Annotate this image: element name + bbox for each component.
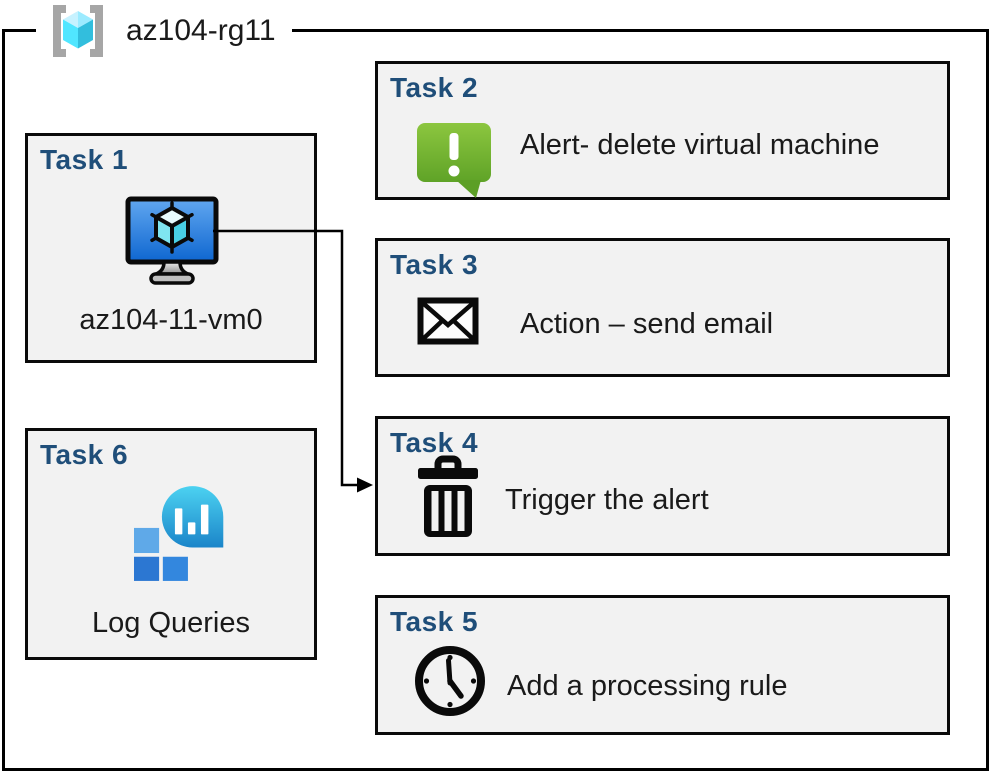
- task2-title: Task 2: [390, 72, 479, 103]
- task2-label: Alert- delete virtual machine: [520, 129, 880, 161]
- task3-box: Task 3 Action – send email: [375, 238, 950, 377]
- task4-title: Task 4: [390, 427, 479, 458]
- task1-box: Task 1 az104-11-vm0: [25, 133, 317, 363]
- resource-group-label: az104-rg11: [126, 14, 276, 47]
- resource-group-icon: [53, 5, 103, 57]
- task4-label: Trigger the alert: [505, 484, 709, 516]
- task5-label: Add a processing rule: [507, 670, 788, 702]
- task2-box: Task 2 Alert- delete virtual machine: [375, 61, 950, 200]
- trash-delete-icon: [418, 455, 478, 537]
- log-analytics-icon: [134, 486, 224, 581]
- task5-title: Task 5: [390, 606, 479, 637]
- resource-group-header: az104-rg11: [36, 2, 292, 60]
- task6-box: Task 6 Log Queries: [25, 428, 317, 660]
- task6-label: Log Queries: [92, 607, 250, 639]
- task5-box: Task 5 Add a processing rule: [375, 595, 950, 735]
- clock-icon: [415, 646, 485, 716]
- virtual-machine-icon: [125, 196, 219, 285]
- task3-label: Action – send email: [520, 308, 774, 340]
- resource-group-boundary: [2, 29, 989, 771]
- task1-title: Task 1: [40, 144, 129, 175]
- task1-label: az104-11-vm0: [79, 304, 263, 336]
- task4-box: Task 4 Trigger the alert: [375, 416, 950, 556]
- alert-message-icon: [417, 123, 491, 198]
- task3-title: Task 3: [390, 249, 479, 280]
- email-envelope-icon: [417, 297, 479, 345]
- task6-title: Task 6: [40, 439, 129, 470]
